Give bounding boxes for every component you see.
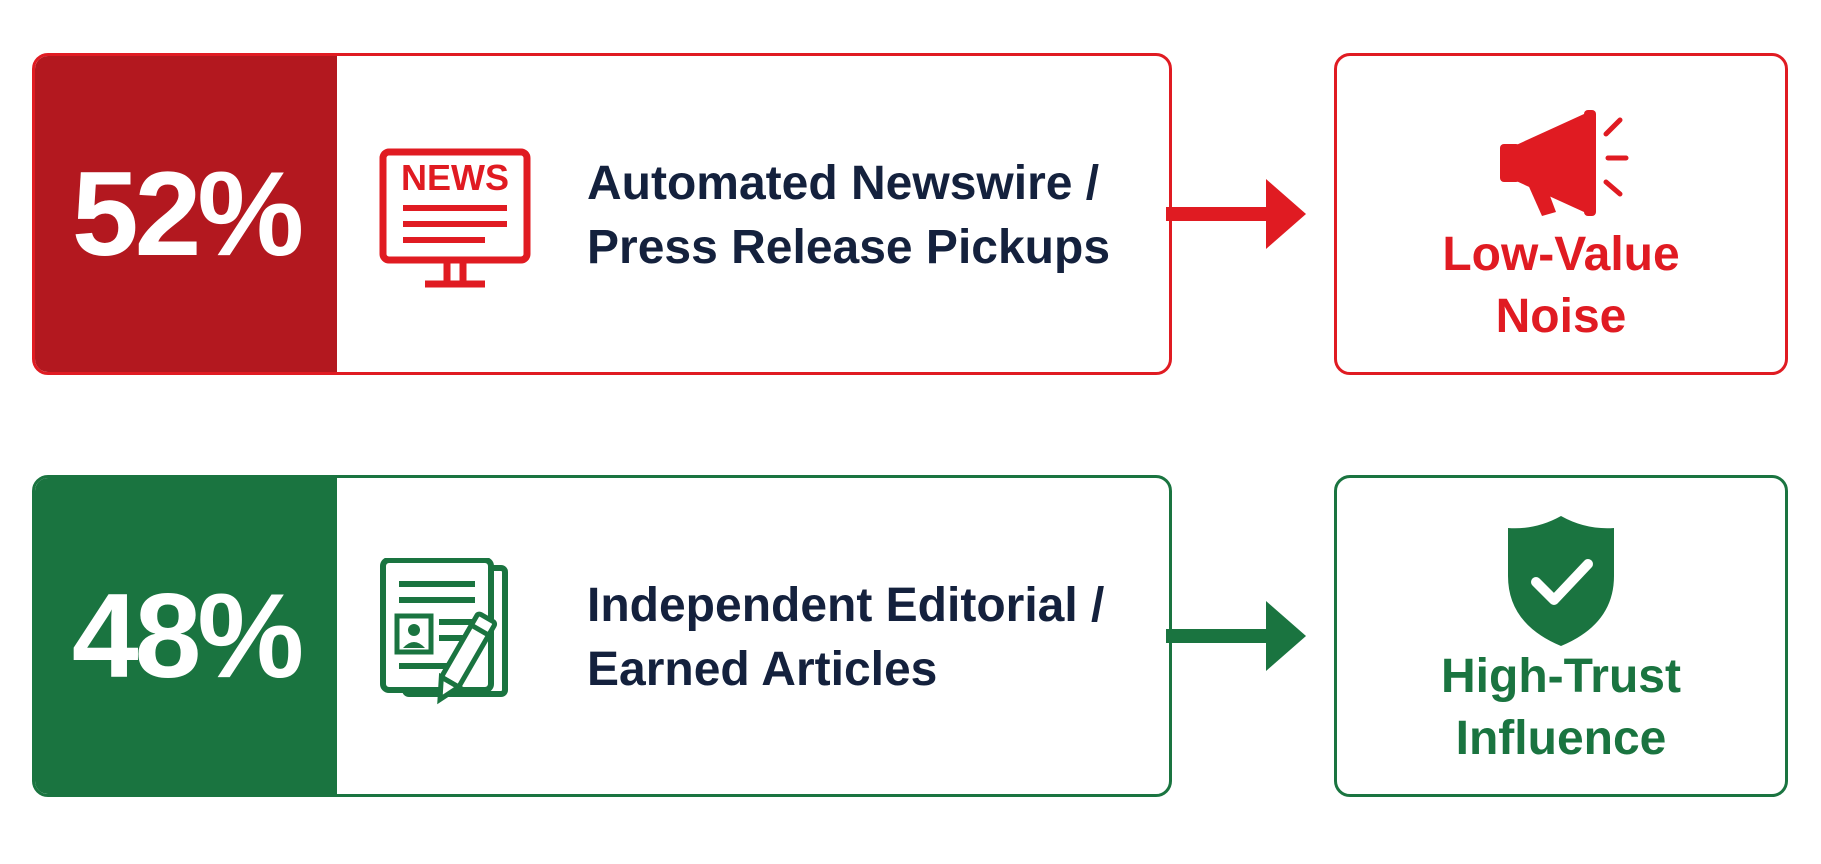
megaphone-icon: [1500, 110, 1629, 216]
arrow-right-icon: [1166, 179, 1306, 249]
percent-value: 52%: [71, 147, 304, 281]
result-line-1: Low-Value: [1442, 228, 1680, 281]
article-pen-icon: [380, 558, 508, 705]
shield-check-icon: [1508, 516, 1614, 646]
result-line-2: Influence: [1455, 712, 1667, 765]
editorial-label: Independent Editorial / Earned Articles: [587, 574, 1147, 702]
label-line-2: Press Release Pickups: [587, 221, 1111, 274]
percent-block: 52%: [35, 56, 337, 372]
result-card-influence: High-Trust Influence: [1334, 475, 1788, 797]
percent-value: 48%: [71, 569, 304, 703]
result-card-noise: Low-Value Noise: [1334, 53, 1788, 375]
result-line-2: Noise: [1495, 290, 1627, 343]
result-label: High-Trust Influence: [1337, 646, 1785, 770]
label-line-1: Automated Newswire /: [587, 157, 1100, 210]
newswire-label: Automated Newswire / Press Release Picku…: [587, 152, 1147, 280]
label-line-2: Earned Articles: [587, 643, 938, 696]
editorial-card: 48% Independent Editorial / Earned Artic…: [32, 475, 1172, 797]
newswire-card: 52% NEWS Automated Newswire / Press Rele…: [32, 53, 1172, 375]
news-monitor-icon: NEWS: [379, 148, 531, 288]
row-newswire: 52% NEWS Automated Newswire / Press Rele…: [32, 53, 1788, 375]
row-editorial: 48% Independent Editorial / Earned Artic…: [32, 475, 1788, 797]
percent-block: 48%: [35, 478, 337, 794]
news-icon-text: NEWS: [401, 157, 509, 198]
label-line-1: Independent Editorial /: [587, 579, 1105, 632]
result-label: Low-Value Noise: [1337, 224, 1785, 348]
result-line-1: High-Trust: [1441, 650, 1681, 703]
arrow-right-icon: [1166, 601, 1306, 671]
